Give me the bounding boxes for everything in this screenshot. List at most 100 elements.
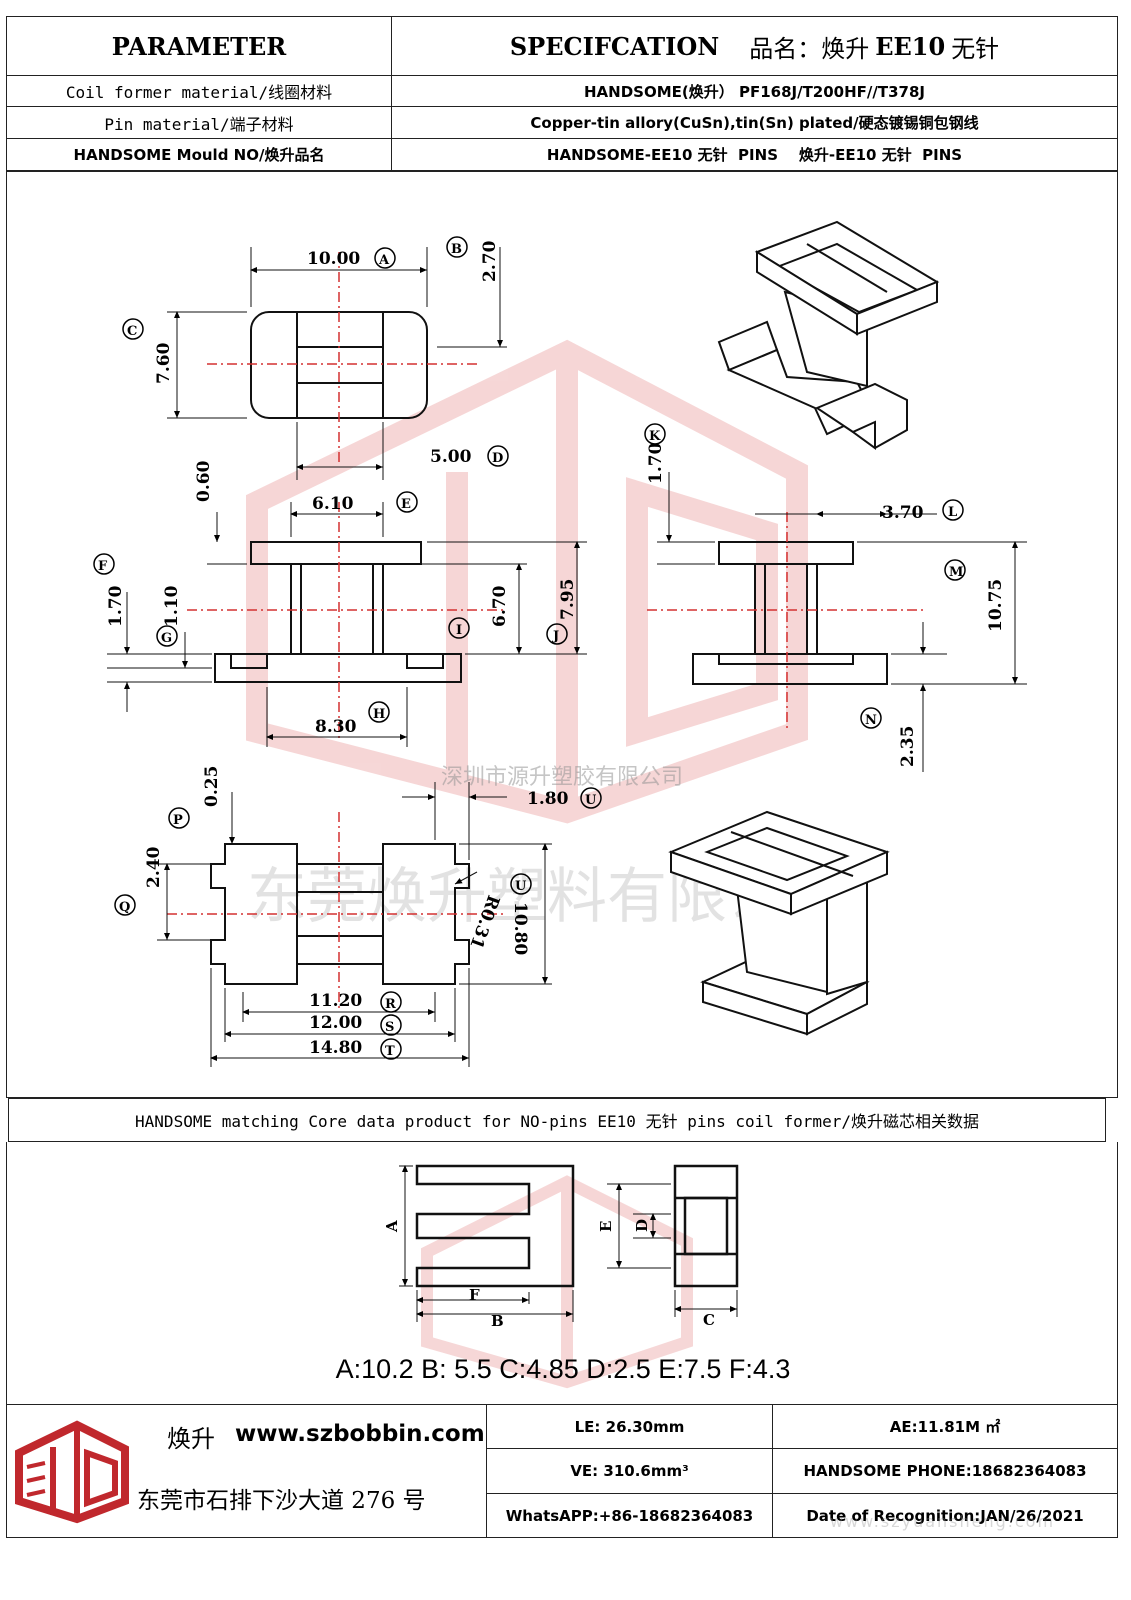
core-data-band: HANDSOME matching Core data product for … [8, 1098, 1106, 1142]
engineering-drawing: 深圳市源升塑胶有限公司 东莞焕升塑料有限公司 [6, 171, 1118, 1098]
dim-m-marker [944, 559, 966, 581]
footer: 焕升 www.szbobbin.com 东莞市石排下沙大道 276 号 LE: … [6, 1404, 1118, 1538]
core-label-c: C [703, 1311, 715, 1329]
dim-v-marker [510, 873, 532, 895]
dim-h-letter: H [373, 707, 385, 722]
dim-d-value: 5.00 [430, 447, 472, 467]
dim-m-letter: M [949, 565, 963, 580]
product-name-model: EE10 [875, 31, 946, 61]
dim-p-marker [168, 807, 190, 829]
date-of-recognition: Date of Recognition:JAN/26/2021 [772, 1493, 1118, 1538]
dim-t-value: 14.80 [309, 1038, 362, 1058]
top-view [167, 247, 507, 480]
dim-k-letter: K [649, 429, 661, 444]
header-table: PARAMETER SPECIFCATION 品名：焕升 EE10 无针 Coi… [6, 16, 1118, 171]
spec-label: SPECIFCATION [509, 31, 720, 61]
dim-p-letter: P [173, 813, 183, 828]
brand-website[interactable]: www.szbobbin.com [235, 1421, 485, 1447]
dim-e-letter: E [401, 497, 411, 512]
spec-pin-material: Copper-tin allory(CuSn),tin(Sn) plated/硬… [391, 106, 1118, 139]
core-dimensions: A:10.2 B: 5.5 C:4.85 D:2.5 E:7.5 F:4.3 [335, 1354, 791, 1384]
dim-u-letter: U [585, 793, 597, 808]
front-view [107, 502, 587, 747]
dim-b-marker [446, 236, 468, 258]
isometric-view-top [717, 220, 940, 450]
dim-g-value: 1.10 [162, 585, 182, 627]
core-label-e: E [597, 1221, 615, 1232]
param-coil-material: Coil former material/线圈材料 [6, 75, 392, 107]
dim-i-letter: I [456, 623, 462, 638]
dim-d-marker [487, 445, 509, 467]
dim-p-value: 0.25 [202, 766, 222, 807]
product-name-suffix: 无针 [951, 34, 1000, 63]
bottom-view [157, 782, 552, 1067]
dim-b-value: 2.70 [480, 240, 500, 282]
brand-logo-icon [15, 1420, 129, 1524]
isometric-view-bottom [668, 810, 890, 1036]
dim-c-value: 7.60 [154, 342, 174, 384]
dim-m-value: 10.75 [986, 579, 1006, 632]
core-label-f: F [469, 1286, 480, 1304]
dim-j-value: 7.95 [558, 579, 578, 620]
dim-r-marker [380, 991, 402, 1013]
dim-v-value: 10.80 [510, 902, 530, 955]
dim-t-marker [380, 1038, 402, 1060]
dim-v-letter: U [515, 879, 527, 894]
dim-u-marker [580, 787, 602, 809]
core-drawing-area: A B C D E F A:10.2 B: 5.5 C:4.85 D:2.5 E… [6, 1142, 1118, 1404]
core-svg: A B C D E F [383, 1164, 739, 1389]
dim-h-marker [368, 701, 390, 723]
param-mould-no: HANDSOME Mould NO/焕升品名 [6, 138, 392, 171]
drawing-svg: 深圳市源升塑胶有限公司 东莞焕升塑料有限公司 [93, 220, 1027, 1067]
parameter-header: PARAMETER [6, 16, 392, 76]
spec-sheet: PARAMETER SPECIFCATION 品名：焕升 EE10 无针 Coi… [6, 16, 1118, 1556]
dim-i-marker [448, 617, 470, 639]
core-label-d: D [633, 1219, 651, 1232]
spec-mould-no: HANDSOME-EE10 无针 PINS 焕升-EE10 无针 PINS [391, 138, 1118, 171]
dim-n-marker [860, 707, 882, 729]
whatsapp-value: WhatsAPP:+86-18682364083 [486, 1493, 773, 1538]
dim-b-letter: B [451, 242, 462, 257]
dim-a-value: 10.00 [307, 249, 360, 269]
dim-060-value: 0.60 [194, 460, 214, 502]
e-core-shape [415, 1164, 575, 1288]
dim-q-marker [114, 894, 136, 916]
dim-c-marker [122, 318, 144, 340]
dim-s-letter: S [385, 1020, 394, 1035]
dim-l-value: 3.70 [882, 503, 924, 523]
dim-e-marker [396, 491, 418, 513]
dim-t-letter: T [385, 1044, 395, 1059]
specification-header: SPECIFCATION 品名：焕升 EE10 无针 [391, 16, 1118, 76]
dim-s-marker [380, 1014, 402, 1036]
brand-name: 焕升 [167, 1425, 215, 1453]
spec-coil-material: HANDSOME(焕升） PF168J/T200HF//T378J [391, 75, 1118, 107]
dim-q-value: 2.40 [144, 846, 164, 888]
ae-value: AE:11.81M ㎡ [772, 1404, 1118, 1449]
dim-q-letter: Q [119, 900, 130, 915]
dim-g-marker [156, 625, 178, 647]
product-name-prefix: 品名：焕升 [749, 34, 870, 63]
dim-u-value: 1.80 [527, 789, 569, 809]
dim-a-letter: A [378, 253, 390, 268]
dim-k-value: 1.70 [646, 442, 666, 484]
dim-f-value: 1.70 [106, 585, 126, 627]
le-value: LE: 26.30mm [486, 1404, 773, 1449]
dim-a-marker [374, 247, 396, 269]
phone-value: HANDSOME PHONE:18682364083 [772, 1448, 1118, 1494]
dim-g-letter: G [161, 631, 172, 646]
dim-i-value: 6.70 [490, 585, 510, 627]
dim-k-marker [644, 423, 666, 445]
watermark-company-1: 深圳市源升塑胶有限公司 [441, 765, 683, 790]
watermark-logo [246, 339, 808, 824]
dim-e-value: 6.10 [312, 494, 354, 514]
i-core-side-shape [673, 1164, 739, 1288]
core-label-a: A [383, 1220, 401, 1233]
dim-r-letter: R [385, 997, 396, 1012]
dim-f-marker [93, 553, 115, 575]
core-label-b: B [491, 1312, 504, 1330]
dim-l-marker [942, 499, 964, 521]
dim-s-value: 12.00 [309, 1013, 362, 1033]
dim-l-letter: L [948, 505, 957, 520]
watermark-url: www.szyuansheng.com [830, 1512, 1056, 1531]
dim-d-letter: D [492, 451, 503, 466]
